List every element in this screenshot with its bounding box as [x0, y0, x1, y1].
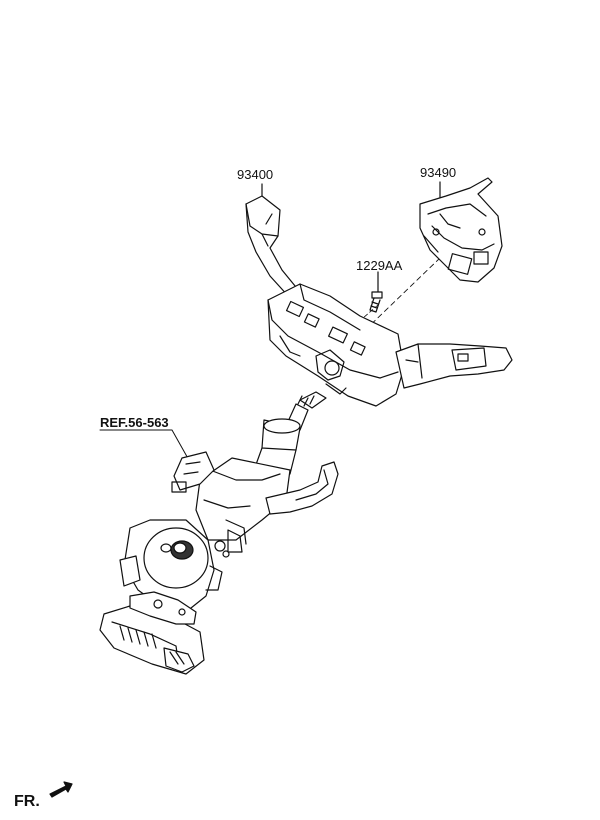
- part-label-93400: 93400: [237, 167, 274, 182]
- right-stalk: [395, 343, 513, 389]
- part-label-93490: 93490: [420, 165, 457, 180]
- leader-ref: [99, 429, 191, 463]
- front-arrow-icon: [49, 781, 73, 798]
- left-stalk: [245, 195, 301, 299]
- clock-spring: [419, 177, 503, 283]
- part-label-1229AA: 1229AA: [356, 258, 403, 273]
- switch-housing: [267, 283, 405, 407]
- ecu-housing: [99, 591, 205, 675]
- front-label: FR.: [14, 793, 40, 810]
- eps-motor: [119, 519, 230, 613]
- screw: [369, 291, 383, 313]
- reference-label: REF.56-563: [100, 415, 169, 430]
- steering-shaft: [253, 391, 327, 475]
- column-body: [171, 451, 339, 553]
